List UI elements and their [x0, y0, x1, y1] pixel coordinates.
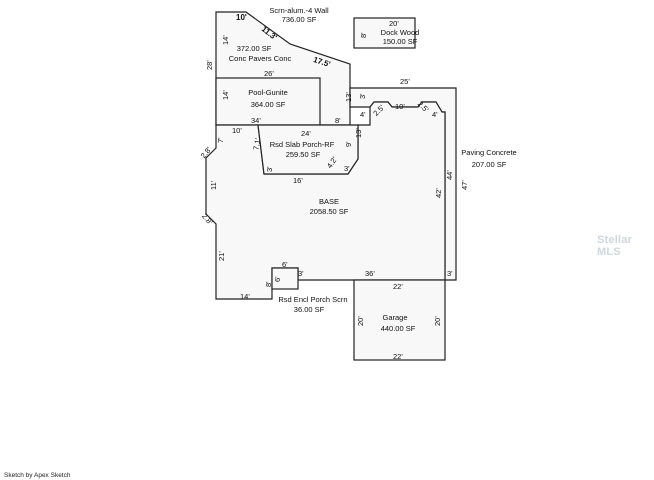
- dim-label: 8': [359, 32, 368, 38]
- slab-name-label: Rsd Slab Porch-RF: [270, 140, 335, 149]
- dim-label: 21': [217, 251, 226, 261]
- dim-label: 3': [358, 93, 367, 99]
- encl-porch-area: [271, 267, 299, 290]
- dim-label: 14': [221, 90, 230, 100]
- dim-label: 4': [432, 110, 438, 119]
- dim-label: 3': [265, 166, 274, 172]
- dim-label: 34': [251, 116, 261, 125]
- pavers-name-label: Conc Pavers Conc: [229, 54, 292, 63]
- paving-sf-label: 207.00 SF: [472, 160, 507, 169]
- watermark-logo: Stellar MLS: [597, 234, 633, 258]
- dim-label: 3': [447, 269, 453, 278]
- dim-label: 20': [389, 19, 399, 28]
- dim-label: 10': [395, 102, 405, 111]
- dim-label: 26': [264, 69, 274, 78]
- pool-area: [215, 77, 321, 126]
- dim-label: 3': [344, 164, 350, 173]
- pavers-sf-label: 372.00 SF: [237, 44, 272, 53]
- pool-name-label: Pool-Gunite: [248, 88, 288, 97]
- screen-name-label: Scrn-alum.-4 Wall: [269, 6, 329, 15]
- slab-porch-area: [257, 124, 359, 175]
- garage-name-label: Garage: [382, 313, 407, 322]
- dock-area: [353, 17, 416, 49]
- dim-label: 11': [209, 180, 218, 190]
- dock-name-label: Dock Wood: [381, 28, 420, 37]
- dim-label: 20': [433, 316, 442, 326]
- base-sf-label: 2058.50 SF: [310, 207, 349, 216]
- footer-credit: Sketch by Apex Sketch: [4, 472, 71, 479]
- dim-label: 3': [298, 269, 304, 278]
- dim-label: 13': [354, 128, 363, 138]
- dim-label: 6': [282, 260, 288, 269]
- encl-sf-label: 36.00 SF: [294, 305, 325, 314]
- slab-sf-label: 259.50 SF: [286, 150, 321, 159]
- base-name-label: BASE: [319, 197, 339, 206]
- dim-label: 44': [445, 170, 454, 180]
- dim-label: 8': [335, 116, 341, 125]
- dim-label: 7.1': [251, 137, 262, 151]
- dim-label: 36': [365, 269, 375, 278]
- dim-label: 16': [293, 176, 303, 185]
- dim-label: 42': [434, 188, 443, 198]
- dim-label: 10': [232, 126, 242, 135]
- dim-label: 9': [344, 141, 353, 147]
- dim-label: 4': [360, 110, 366, 119]
- dim-label: 47': [460, 180, 469, 190]
- dim-label: 28': [205, 60, 214, 70]
- dim-label: 22': [393, 282, 403, 291]
- dim-label: 14': [221, 35, 230, 45]
- encl-name-label: Rsd Encl Porch Scrn: [278, 295, 347, 304]
- paving-name-label: Paving Concrete: [461, 148, 516, 157]
- garage-area: [353, 279, 446, 361]
- dim-label: 22': [393, 352, 403, 361]
- dim-label: 10': [236, 13, 247, 22]
- dim-label: 20': [356, 316, 365, 326]
- dim-label: 24': [301, 129, 311, 138]
- pool-sf-label: 364.00 SF: [251, 100, 286, 109]
- dim-label: 6': [273, 276, 282, 282]
- dim-label: 8': [264, 281, 273, 287]
- dim-label: 25': [400, 77, 410, 86]
- dim-label: 7': [216, 137, 225, 143]
- dim-label: 14': [240, 292, 250, 301]
- dock-sf-label: 150.00 SF: [383, 37, 418, 46]
- garage-sf-label: 440.00 SF: [381, 324, 416, 333]
- dim-label: 13': [344, 92, 353, 102]
- screen-sf-label: 736.00 SF: [282, 15, 317, 24]
